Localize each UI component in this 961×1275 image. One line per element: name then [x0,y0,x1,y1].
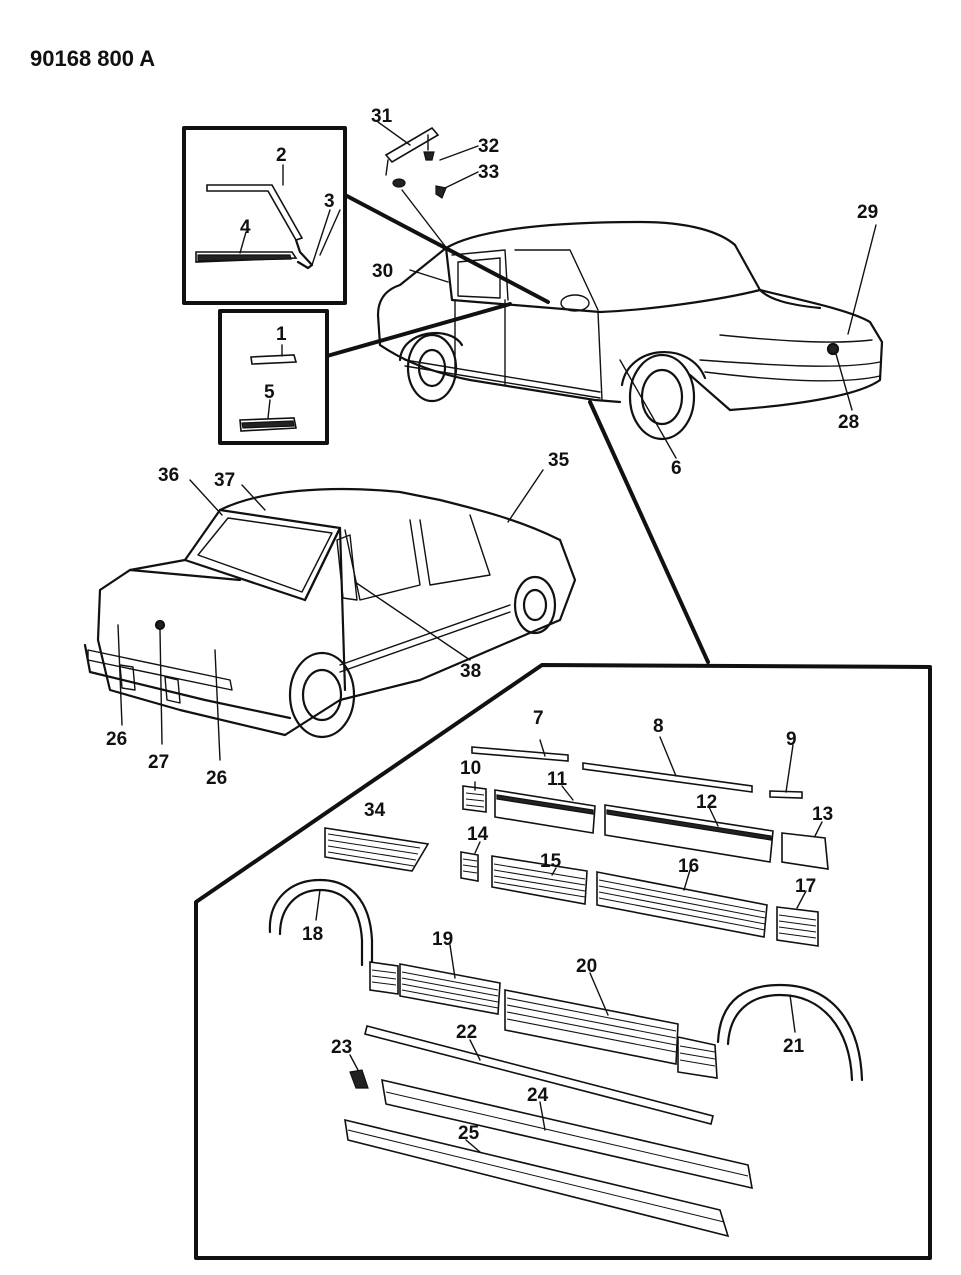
callout-25: 25 [458,1123,480,1144]
roof-trim-hardware [384,126,447,247]
callout-6: 6 [671,458,682,479]
callout-37: 37 [214,470,235,491]
callout-35: 35 [548,450,570,471]
callout-23: 23 [331,1037,352,1058]
callout-33: 33 [478,162,499,183]
callout-24: 24 [527,1085,549,1106]
callout-8: 8 [653,716,664,737]
inset-box-window-moldings [182,126,347,305]
callout-17: 17 [795,876,816,897]
callout-26-left: 26 [106,729,127,750]
callout-32: 32 [478,136,499,157]
callout-15: 15 [540,851,562,872]
callout-13: 13 [812,804,833,825]
callout-16: 16 [678,856,699,877]
callout-31: 31 [371,106,393,127]
callout-12: 12 [696,792,717,813]
callout-11: 11 [547,769,568,790]
diagram-code: 90168 800 A [30,46,155,71]
callout-14: 14 [467,824,489,845]
front-car-drawing [376,220,884,441]
callout-36: 36 [158,465,179,486]
callout-9: 9 [786,729,797,750]
callout-27: 27 [148,752,169,773]
callout-1: 1 [276,324,287,345]
callout-19: 19 [432,929,453,950]
callout-18: 18 [302,924,323,945]
callout-labels: 1 2 3 4 5 6 7 8 9 10 11 12 13 14 15 16 1… [106,106,878,1144]
callout-26-right: 26 [206,768,227,789]
rear-car-drawing [83,487,577,739]
callout-21: 21 [783,1036,805,1057]
callout-7: 7 [533,708,544,729]
leader-lines [117,121,877,1153]
callout-22: 22 [456,1022,477,1043]
callout-20: 20 [576,956,597,977]
callout-3: 3 [324,191,335,212]
callout-10: 10 [460,758,481,779]
inset-box-belt-moldings [218,309,329,445]
callout-4: 4 [240,217,251,238]
callout-29: 29 [857,202,878,223]
callout-28: 28 [838,412,859,433]
callout-38: 38 [460,661,481,682]
side-moldings-panel [194,663,932,1260]
callout-34: 34 [364,800,386,821]
callout-30: 30 [372,261,393,282]
callout-5: 5 [264,382,275,403]
callout-2: 2 [276,145,287,166]
